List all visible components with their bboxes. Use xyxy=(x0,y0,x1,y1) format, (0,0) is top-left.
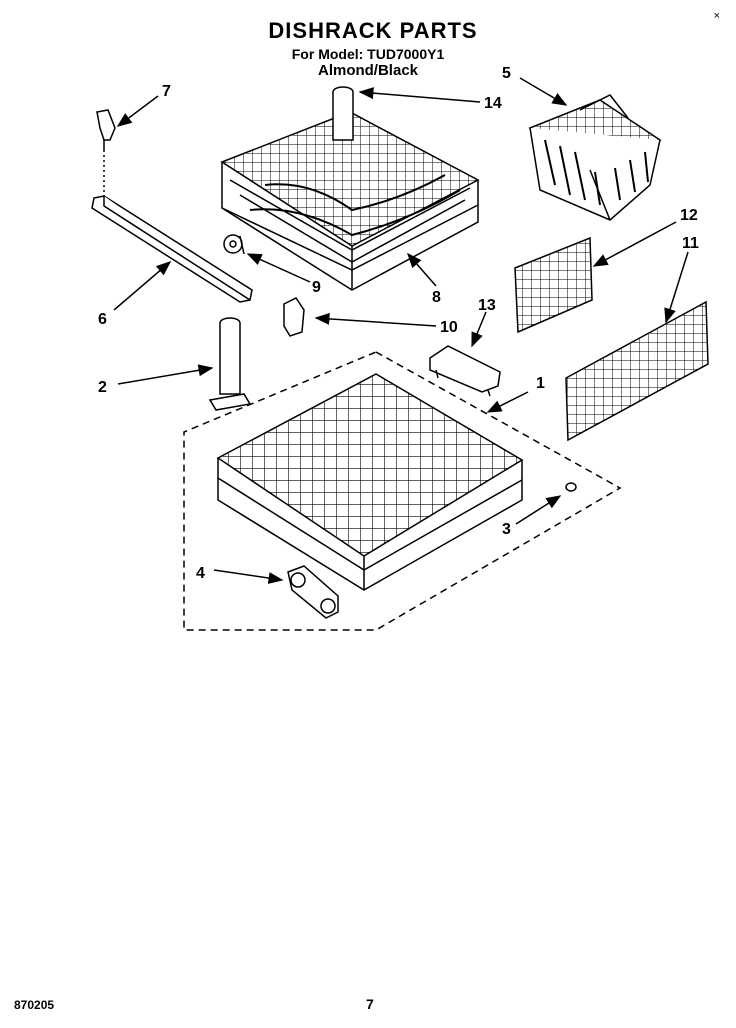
rack-post-14 xyxy=(332,86,354,141)
lower-rack-outline xyxy=(183,351,622,631)
color-label: Almond/Black xyxy=(317,62,419,79)
tine-row-12 xyxy=(514,236,593,334)
callout-7: 7 xyxy=(162,83,171,100)
callout-10: 10 xyxy=(440,319,458,336)
lower-rack xyxy=(216,373,524,591)
tine-row-11 xyxy=(565,300,709,442)
stop-3 xyxy=(565,482,577,492)
callout-8: 8 xyxy=(432,289,441,306)
rack-clip-13 xyxy=(429,345,501,397)
model-label: For Model: TUD7000Y1 xyxy=(291,46,445,62)
rack-rail-6 xyxy=(91,195,253,303)
wheel-9 xyxy=(223,234,245,255)
diagram-code: 870205 xyxy=(14,998,55,1012)
callout-2: 2 xyxy=(98,379,107,396)
bracket-7 xyxy=(96,109,116,196)
callout-14: 14 xyxy=(484,95,502,112)
page-number: 7 xyxy=(366,996,374,1012)
corner-mark: × xyxy=(713,10,720,22)
upper-rack xyxy=(220,111,480,291)
silverware-basket xyxy=(528,94,662,221)
wash-tower-2 xyxy=(208,317,252,411)
callout-5: 5 xyxy=(502,65,511,82)
callout-3: 3 xyxy=(502,521,511,538)
callout-6: 6 xyxy=(98,311,107,328)
callout-9: 9 xyxy=(312,279,321,296)
clip-10 xyxy=(283,297,305,337)
callout-12: 12 xyxy=(680,207,698,224)
callout-11: 11 xyxy=(682,235,699,252)
leader-lines xyxy=(113,77,689,584)
diagram-title: DISHRACK PARTS xyxy=(268,18,478,43)
callout-1: 1 xyxy=(536,375,545,392)
wheel-assembly-4 xyxy=(287,565,339,619)
callout-4: 4 xyxy=(196,565,205,582)
callout-13: 13 xyxy=(478,297,496,314)
